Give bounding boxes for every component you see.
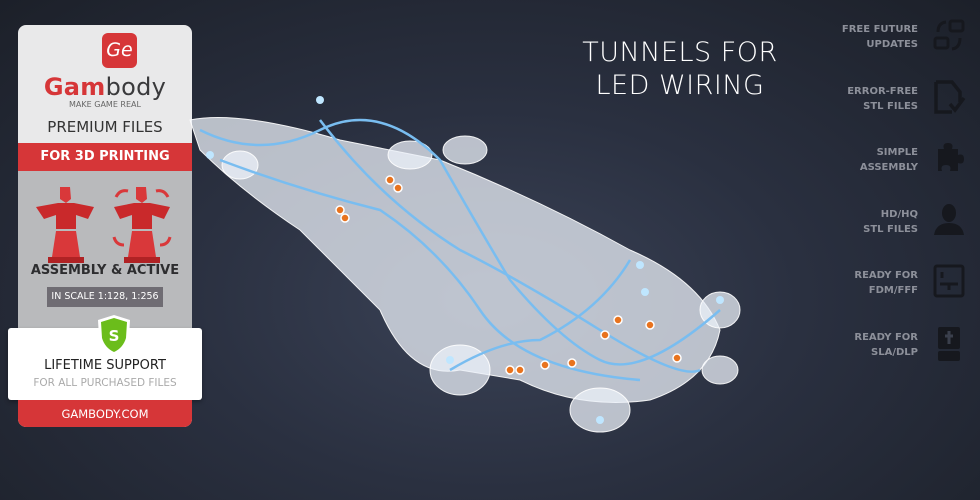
gambody-logo: Ge <box>102 33 137 68</box>
fdm-printer-icon <box>933 264 965 298</box>
headline-line-1: TUNNELS FOR <box>582 37 778 68</box>
brand-name: Gambody <box>18 73 192 101</box>
sla-printer-icon <box>938 327 960 361</box>
feature-label: HD/HQ <box>880 209 918 220</box>
for-3d-printing-banner: FOR 3D PRINTING <box>18 143 192 171</box>
promo-card: Ge Gambody MAKE GAME REAL PREMIUM FILES … <box>8 25 202 427</box>
premium-files-label: PREMIUM FILES <box>47 118 163 136</box>
feature-simple-assembly: SIMPLE ASSEMBLY <box>820 141 980 191</box>
sync-icon <box>933 19 965 51</box>
brand-rest: body <box>105 73 167 101</box>
gambody-link[interactable]: GAMBODY.COM <box>18 400 192 427</box>
static-figure-icon <box>36 187 94 263</box>
feature-label: UPDATES <box>866 39 918 50</box>
lifetime-support-panel: S LIFETIME SUPPORT FOR ALL PURCHASED FIL… <box>8 315 202 400</box>
feature-label: READY FOR <box>854 332 918 343</box>
feature-label: ERROR-FREE <box>847 86 918 97</box>
feature-label: ASSEMBLY <box>859 162 918 173</box>
feature-label: FDM/FFF <box>868 285 918 296</box>
feature-label: READY FOR <box>854 270 918 281</box>
feature-label: STL FILES <box>863 101 918 112</box>
feature-label: SLA/DLP <box>871 347 918 358</box>
active-figure-icon <box>112 187 172 263</box>
ironman-icon <box>934 204 964 235</box>
assembly-active-label: ASSEMBLY & ACTIVE <box>30 263 180 278</box>
file-check-icon <box>934 80 966 114</box>
scale-badge: IN SCALE 1:128, 1:256 <box>47 287 163 307</box>
tagline: MAKE GAME REAL <box>69 100 141 109</box>
puzzle-icon <box>938 143 964 171</box>
feature-label: STL FILES <box>863 224 918 235</box>
feature-error-free: ERROR-FREE STL FILES <box>820 80 980 130</box>
headline: TUNNELS FOR LED WIRING <box>560 36 800 102</box>
feature-free-updates: FREE FUTURE UPDATES <box>820 18 980 68</box>
feature-sla: READY FOR SLA/DLP <box>820 326 980 376</box>
spaceship-model-image <box>189 96 741 433</box>
support-title: LIFETIME SUPPORT <box>44 358 166 373</box>
feature-label: FREE FUTURE <box>841 24 918 35</box>
shield-icon: S <box>98 315 130 355</box>
feature-fdm: READY FOR FDM/FFF <box>820 264 980 314</box>
headline-line-2: LED WIRING <box>595 70 765 101</box>
shield-letter: S <box>109 327 120 345</box>
brand-red: Gam <box>43 73 106 101</box>
feature-hd-hq: HD/HQ STL FILES <box>820 203 980 253</box>
feature-label: SIMPLE <box>876 147 918 158</box>
support-subtitle: FOR ALL PURCHASED FILES <box>33 377 177 389</box>
